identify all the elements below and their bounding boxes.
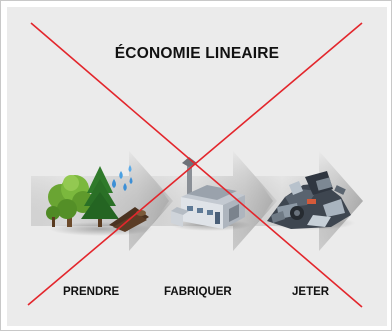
waste-pile-icon xyxy=(267,171,355,230)
step-label-throw: JETER xyxy=(292,286,330,298)
diagram-title: ÉCONOMIE LINEAIRE xyxy=(114,45,280,62)
factory-icon xyxy=(171,157,251,231)
step-label-take: PRENDRE xyxy=(63,286,120,298)
cross-out-mark xyxy=(27,22,363,308)
step-label-make: FABRIQUER xyxy=(164,286,232,298)
